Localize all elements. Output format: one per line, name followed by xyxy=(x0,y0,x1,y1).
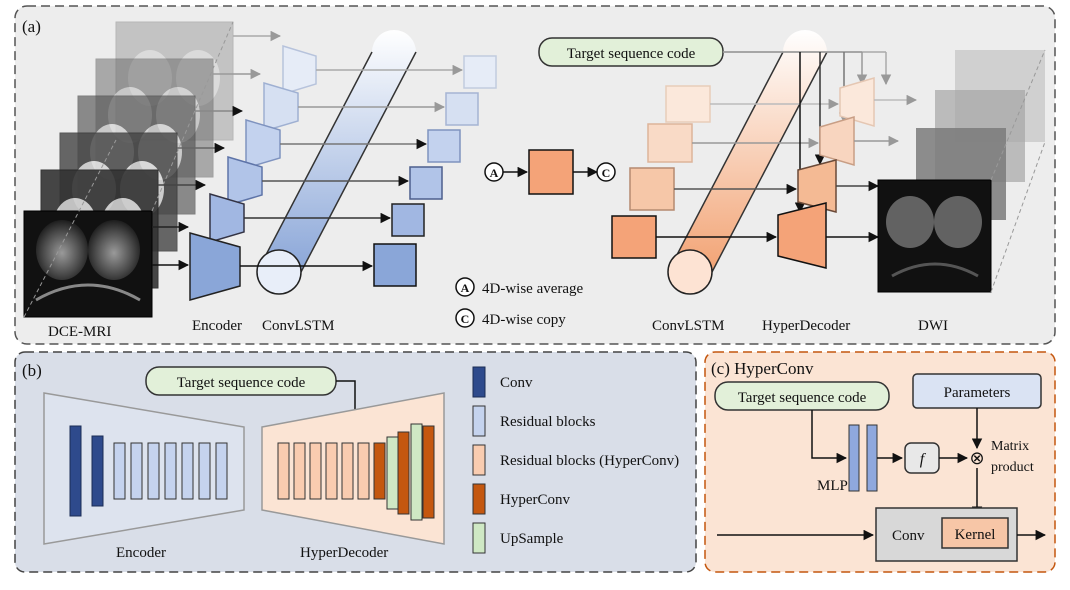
mlp-layer-2 xyxy=(866,424,878,492)
lstm-to-decoder-arrows xyxy=(656,98,840,243)
op-a-symbol: A xyxy=(490,166,499,180)
legend-a-symbol: A xyxy=(461,281,470,295)
target-code-label-b: Target sequence code xyxy=(177,375,306,391)
legend-a-text: 4D-wise average xyxy=(482,281,584,297)
legend-text-hyperconv: HyperConv xyxy=(500,492,570,508)
legend-swatch-upsample xyxy=(472,522,486,554)
target-code-label-c: Target sequence code xyxy=(738,390,867,406)
convlstm-left-label: ConvLSTM xyxy=(262,318,335,334)
mri-slice-1 xyxy=(23,210,153,318)
mlp-layer-1 xyxy=(848,424,860,492)
encoder-conv-block-2 xyxy=(91,435,104,507)
dwi-slice-1 xyxy=(877,179,992,293)
encoder-label: Encoder xyxy=(192,318,242,334)
lstm-output-stack xyxy=(373,55,497,287)
legend-text-residual-hyperconv: Residual blocks (HyperConv) xyxy=(500,453,679,469)
decoder-to-dwi-arrows xyxy=(826,94,918,243)
code-to-mlp-arrow xyxy=(811,410,848,464)
panel-a-tag: (a) xyxy=(22,17,41,36)
panel-c-tag: (c) HyperConv xyxy=(711,359,814,378)
target-code-label-a: Target sequence code xyxy=(567,46,696,62)
legend-swatch-residual xyxy=(472,405,486,437)
encoder-residual-block-2 xyxy=(130,442,143,500)
panel-b: (b) Target sequence code Encoder xyxy=(14,351,697,573)
hyperdecoder-label-a: HyperDecoder xyxy=(762,318,850,334)
matrix-label-line2: product xyxy=(991,460,1034,475)
legend-text-residual: Residual blocks xyxy=(500,414,596,430)
parameters-label: Parameters xyxy=(944,385,1011,401)
target-code-box-c xyxy=(714,381,890,411)
encoder-residual-block-1 xyxy=(113,442,126,500)
kernel-label: Kernel xyxy=(955,527,996,543)
encoder-conv-block-1 xyxy=(69,425,82,517)
fused-feature-box xyxy=(528,149,574,195)
block-legend: Conv Residual blocks Residual blocks (Hy… xyxy=(472,366,679,554)
convlstm-right-label: ConvLSTM xyxy=(652,318,725,334)
average-copy-group: A C xyxy=(484,149,616,195)
encoder-stack xyxy=(189,44,317,301)
op-c-symbol: C xyxy=(602,166,611,180)
hyperdecoder-label-b: HyperDecoder xyxy=(300,545,388,561)
encoder-residual-block-3 xyxy=(147,442,160,500)
panel-c: (c) HyperConv Target sequence code Param… xyxy=(704,351,1056,573)
legend-swatch-conv xyxy=(472,366,486,398)
dwi-label: DWI xyxy=(918,318,948,334)
slice-to-encoder-arrows xyxy=(152,30,282,271)
encoder-residual-block-7 xyxy=(215,442,228,500)
matrix-label-line1: Matrix xyxy=(991,439,1029,454)
encoder-to-lstm-arrows xyxy=(240,64,464,272)
mlp-label: MLP xyxy=(817,478,848,494)
convlstm-right-cylinder xyxy=(667,30,828,295)
decoder-input-stack xyxy=(611,85,711,259)
legend-c-symbol: C xyxy=(461,312,470,326)
legend-text-conv: Conv xyxy=(500,375,533,391)
encoder-blocks-b xyxy=(69,425,228,517)
legend-text-upsample: UpSample xyxy=(500,531,564,547)
encoder-residual-block-4 xyxy=(164,442,177,500)
dwi-stack xyxy=(877,49,1046,293)
panel-a: (a) xyxy=(14,5,1056,345)
conv-label: Conv xyxy=(892,528,925,544)
dce-mri-stack xyxy=(23,21,234,318)
hyperdecoder-stack xyxy=(777,76,875,269)
legend-swatch-hyperconv xyxy=(472,483,486,515)
panel-b-tag: (b) xyxy=(22,361,42,380)
convlstm-left-cylinder xyxy=(256,30,417,295)
encoder-residual-block-5 xyxy=(181,442,194,500)
op-legend: A 4D-wise average C 4D-wise copy xyxy=(455,277,584,328)
hyperdecoder-blocks-b xyxy=(277,423,435,521)
op-c-circle xyxy=(596,162,616,182)
dce-mri-label: DCE-MRI xyxy=(48,324,111,340)
f-function-symbol: f xyxy=(920,451,927,468)
encoder-label-b: Encoder xyxy=(116,545,166,561)
kernel-box xyxy=(941,517,1009,549)
encoder-residual-block-6 xyxy=(198,442,211,500)
legend-swatch-residual-hyperconv xyxy=(472,444,486,476)
legend-c-text: 4D-wise copy xyxy=(482,312,566,328)
target-code-arrow-b xyxy=(336,380,361,422)
matrix-product-symbol: ⊗ xyxy=(969,448,984,468)
